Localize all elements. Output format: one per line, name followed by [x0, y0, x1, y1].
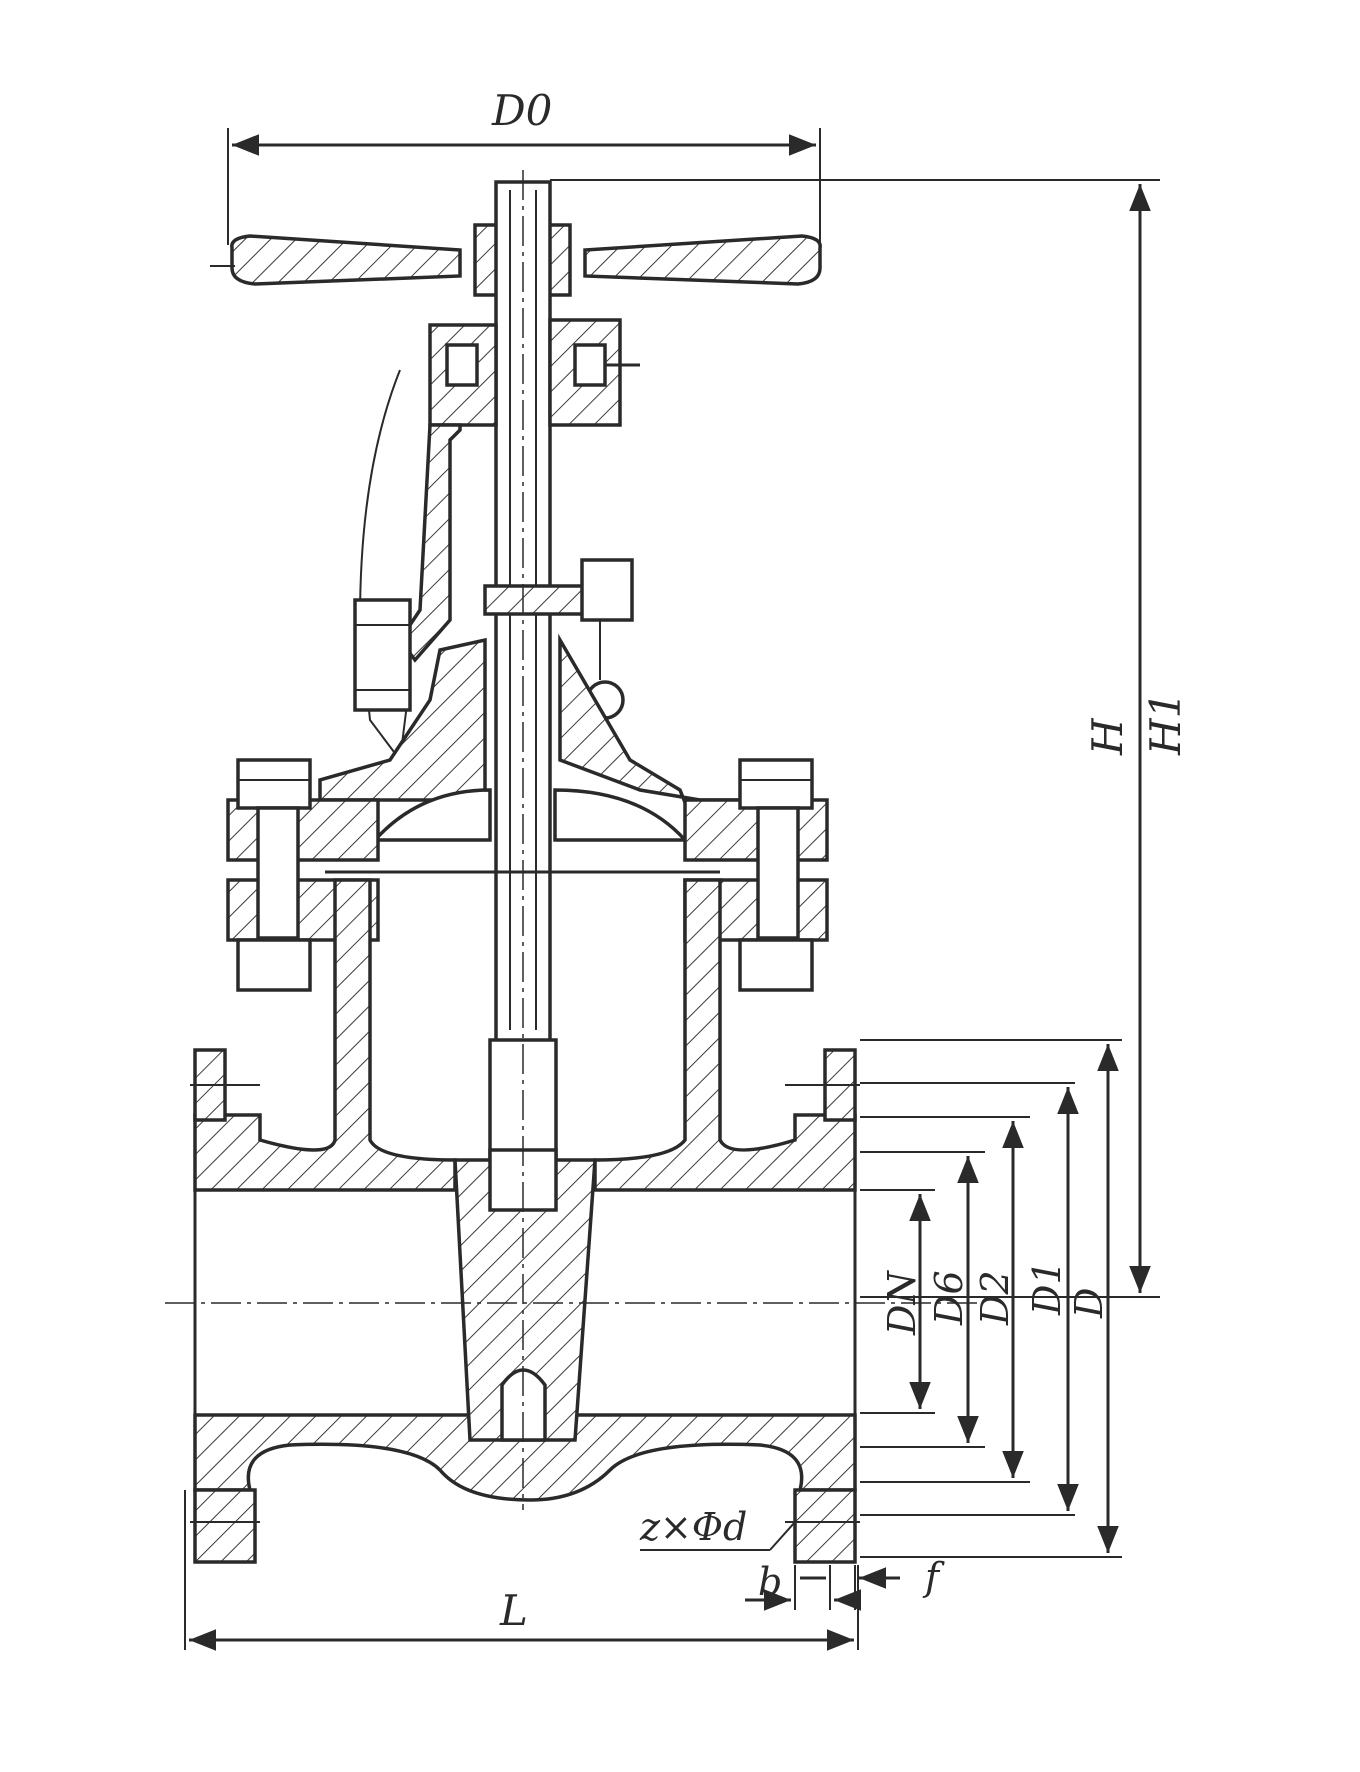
dim-l: L	[184, 1490, 859, 1651]
label-bolt-holes: z×Φd	[639, 1505, 747, 1549]
label-d2: D2	[973, 1270, 1017, 1326]
bonnet	[318, 633, 762, 842]
label-f: f	[922, 1555, 945, 1599]
label-d1: D1	[1025, 1260, 1069, 1316]
dim-bolt-holes: z×Φd	[639, 1505, 796, 1551]
label-l: L	[499, 1586, 528, 1635]
gate-wedge	[453, 1148, 597, 1442]
label-d: D	[1067, 1288, 1111, 1319]
label-b: b	[758, 1560, 782, 1604]
label-d6: D6	[927, 1270, 971, 1326]
label-d0: D0	[491, 86, 552, 135]
gland	[353, 558, 634, 720]
label-dn: DN	[880, 1270, 924, 1336]
label-h1: H1	[1141, 692, 1190, 756]
dim-flange: DN D6 D2 D1 D	[860, 1039, 1122, 1558]
dim-h: H H1	[550, 179, 1190, 1298]
dim-d0: D0	[227, 86, 821, 245]
yoke-nut	[428, 318, 640, 427]
valve-body	[190, 878, 860, 1564]
label-h: H	[1083, 717, 1132, 756]
